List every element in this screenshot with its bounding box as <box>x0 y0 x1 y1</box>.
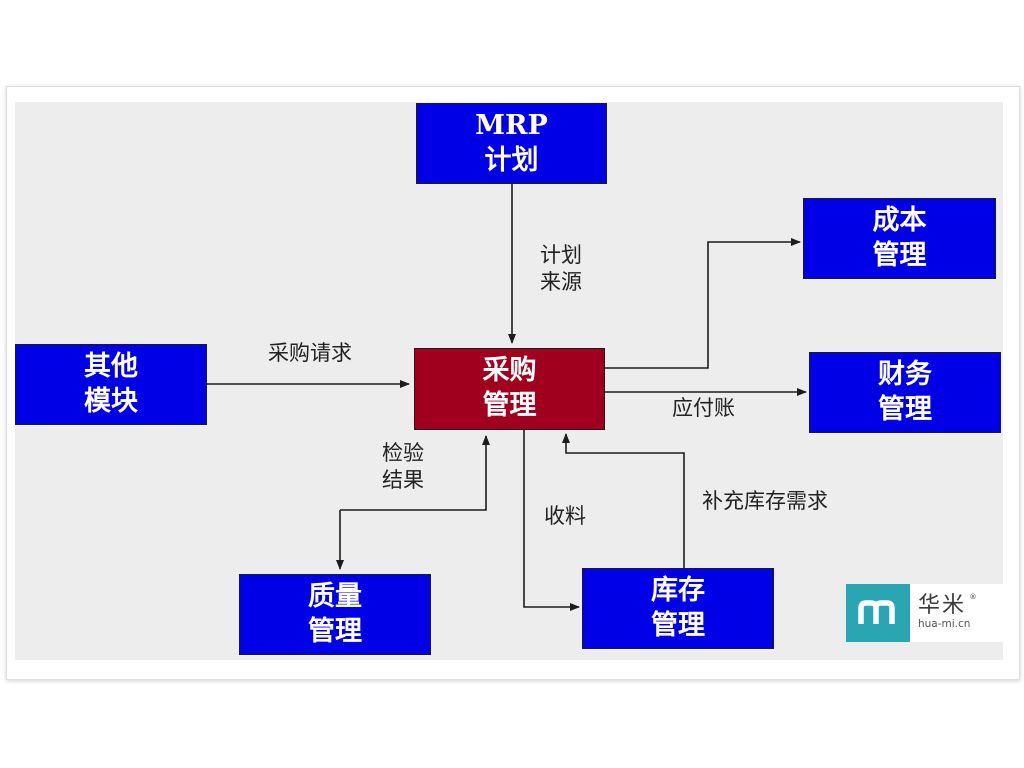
cost-management-line1: 成本 <box>872 204 927 236</box>
plan-source-line2: 来源 <box>540 270 582 295</box>
other-modules-node: 其他 模块 <box>15 344 207 425</box>
other-modules-line1: 其他 <box>84 350 138 382</box>
inspection-result-line2: 结果 <box>382 468 424 493</box>
huami-brand-name: 华米® <box>918 593 976 619</box>
replenish-demand-label: 补充库存需求 <box>702 489 828 513</box>
huami-watermark: 华米® hua-mi.cn <box>846 584 1004 642</box>
inventory-management-node: 库存 管理 <box>582 568 774 649</box>
huami-brand-cn: 华米 <box>918 593 967 619</box>
inventory-management-line2: 管理 <box>651 609 705 641</box>
finance-management-line2: 管理 <box>878 393 932 425</box>
plan-source-line1: 计划 <box>540 243 582 267</box>
inspection-result-line1: 检验 <box>382 441 424 465</box>
mrp-plan-line2: 计划 <box>484 144 539 176</box>
registered-mark: ® <box>969 593 979 602</box>
finance-management-node: 财务 管理 <box>809 352 1001 433</box>
payable-label: 应付账 <box>672 396 735 420</box>
huami-logo-icon <box>846 584 910 642</box>
huami-logo-text: 华米® hua-mi.cn <box>918 593 976 632</box>
purchase-request-label: 采购请求 <box>268 341 352 365</box>
huami-url: hua-mi.cn <box>918 618 971 631</box>
mrp-plan-line1: MRP <box>475 109 548 141</box>
quality-management-node: 质量 管理 <box>239 574 431 655</box>
cost-management-line2: 管理 <box>872 239 927 271</box>
inspection-result-label: 检验 结果 <box>382 440 424 495</box>
plan-source-label: 计划 来源 <box>540 242 582 297</box>
quality-management-line2: 管理 <box>308 615 362 647</box>
receiving-label: 收料 <box>544 504 586 528</box>
finance-management-line1: 财务 <box>878 358 932 390</box>
other-modules-line2: 模块 <box>84 385 138 417</box>
mrp-plan-node: MRP 计划 <box>416 103 607 184</box>
purchase-management-line2: 管理 <box>482 390 537 421</box>
purchase-management-line1: 采购 <box>482 355 537 387</box>
quality-management-line1: 质量 <box>308 580 362 612</box>
cost-management-node: 成本 管理 <box>803 198 996 279</box>
purchase-management-node: 采购 管理 <box>414 348 605 430</box>
inventory-management-line1: 库存 <box>651 574 705 606</box>
m-glyph-icon <box>858 600 895 624</box>
